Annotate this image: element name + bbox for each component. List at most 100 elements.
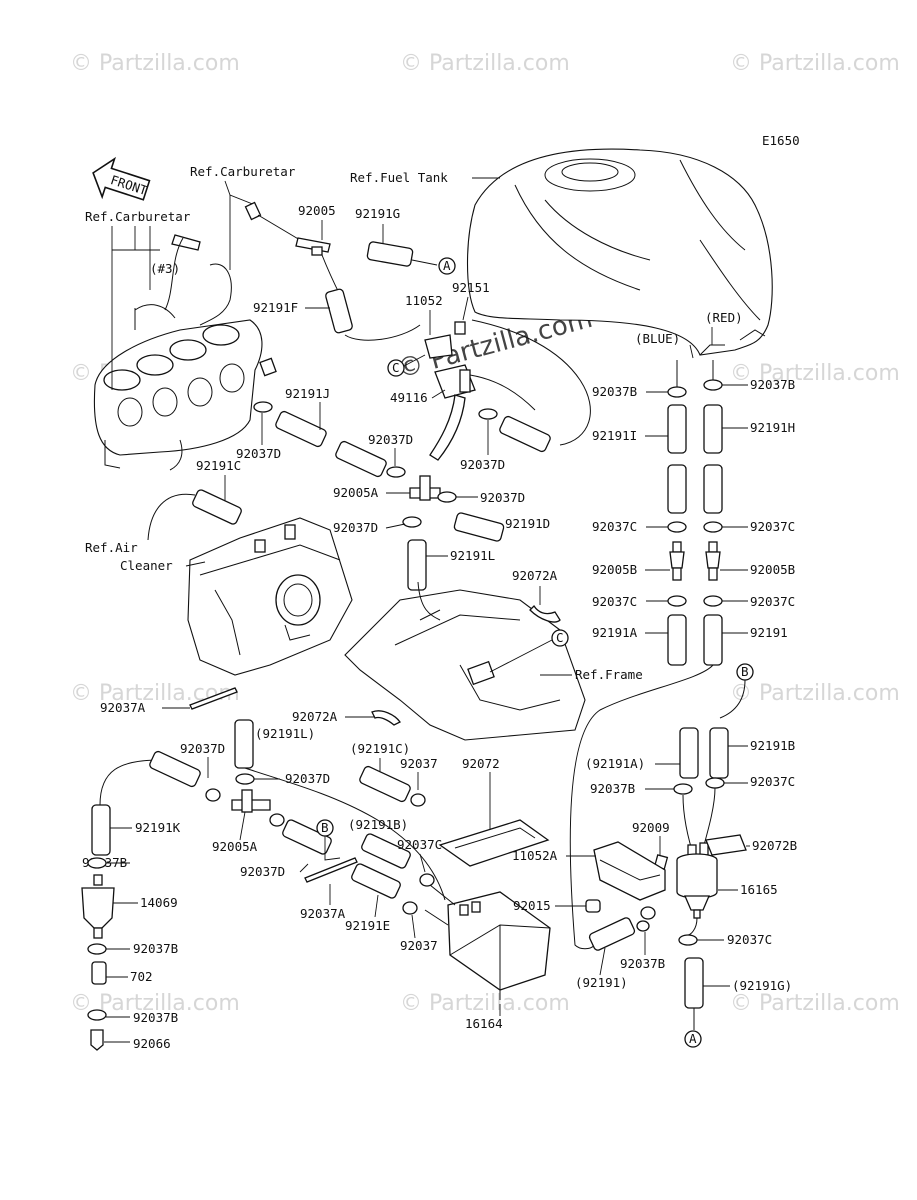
part-92037C-r3-label: 92037C	[592, 594, 637, 609]
callout-c-top	[387, 359, 405, 377]
part-92072-label: 92072	[462, 756, 500, 771]
part-92037-b-label: 92037	[400, 938, 438, 953]
part-92191H-label: 92191H	[750, 420, 795, 435]
part-92191B-label: 92191B	[750, 738, 795, 753]
callout-a-top	[438, 257, 456, 275]
part-11052-label: 11052	[405, 293, 443, 308]
callout-a-bottom-label: A	[689, 1031, 697, 1046]
part-92191B-paren-label: (92191B)	[348, 817, 408, 832]
part-702-label: 702	[130, 969, 153, 984]
callout-c-mid-label: C	[556, 630, 564, 645]
part-92037D-c-label: 92037D	[460, 457, 505, 472]
part-11052A-label: 11052A	[512, 848, 558, 863]
part-92037C-r5-label: 92037C	[750, 774, 795, 789]
fuel-filter-16165	[676, 842, 718, 919]
part-92191L-paren-label: (92191L)	[255, 726, 315, 741]
part-92151-label: 92151	[452, 280, 490, 295]
filter-14069	[81, 874, 115, 939]
watermark-text: © Partzilla.com	[70, 51, 240, 76]
part-92191K-label: 92191K	[135, 820, 181, 835]
part-92037B-l2-label: 92037B	[133, 941, 178, 956]
part-92037B-r2-label: 92037B	[750, 377, 795, 392]
part-92191F-label: 92191F	[253, 300, 298, 315]
part-92191J-label: 92191J	[285, 386, 330, 401]
watermark-text: © Partzilla.com	[400, 991, 570, 1016]
fuel-tank	[467, 148, 773, 356]
part-92037C-r4-label: 92037C	[750, 594, 795, 609]
part-92191I-label: 92191I	[592, 428, 637, 443]
part-92037B-r4-label: 92037B	[620, 956, 665, 971]
part-92037-a-label: 92037	[400, 756, 438, 771]
part-92005B-2-label: 92005B	[750, 562, 795, 577]
callout-b-mid-label: B	[321, 820, 329, 835]
callout-a-bottom	[684, 1030, 702, 1048]
part-92037D-h-label: 92037D	[240, 864, 285, 879]
part-92191G-label: 92191G	[355, 206, 400, 221]
part-92191C-top-label: 92191C	[196, 458, 241, 473]
diagram-code: E1650	[762, 133, 800, 148]
part-92072A-top-label: 92072A	[512, 568, 558, 583]
joint-92005B-1	[669, 541, 685, 581]
red-label: (RED)	[705, 310, 743, 325]
part-92037C-r1-label: 92037C	[592, 519, 637, 534]
part-92066-label: 92066	[133, 1036, 171, 1051]
watermark-text: © Partzilla.com	[730, 361, 900, 386]
part-92072A-mid-label: 92072A	[292, 709, 338, 724]
part-16164-label: 16164	[465, 1016, 503, 1031]
watermark-text: © Partzilla.com	[730, 51, 900, 76]
part-92191A-label: 92191A	[592, 625, 638, 640]
part-92037D-d-label: 92037D	[480, 490, 525, 505]
fuel-cock-49116	[429, 364, 476, 461]
part-92191-label: 92191	[750, 625, 788, 640]
part-92037B-r1-label: 92037B	[592, 384, 637, 399]
watermark-text: © Partzilla.com	[730, 681, 900, 706]
hash3-label: (#3)	[150, 261, 180, 276]
part-92037D-a-label: 92037D	[236, 446, 281, 461]
part-92037B-r3-label: 92037B	[590, 781, 635, 796]
part-16165-label: 16165	[740, 882, 778, 897]
part-49116-label: 49116	[390, 390, 428, 405]
part-92037C-r6-label: 92037C	[727, 932, 772, 947]
part-92005-label: 92005	[298, 203, 336, 218]
frame	[344, 581, 586, 741]
part-92037C-r2-label: 92037C	[750, 519, 795, 534]
watermark-text: © Partzilla.com	[730, 991, 900, 1016]
canister-16164	[447, 891, 551, 991]
part-92191-paren-label: (92191)	[575, 975, 628, 990]
callout-a-top-label: A	[443, 258, 451, 273]
carburetor-assembly	[93, 234, 277, 471]
part-14069-label: 14069	[140, 895, 178, 910]
part-92037D-f-label: 92037D	[180, 741, 225, 756]
watermark-text: © Partzilla.com	[400, 51, 570, 76]
part-92191A-paren-label: (92191A)	[585, 756, 645, 771]
part-92037B-l3-label: 92037B	[133, 1010, 178, 1025]
callout-c-mid	[551, 629, 569, 647]
ref-carburetar-top-label: Ref.Carburetar	[190, 164, 296, 179]
part-92191E-label: 92191E	[345, 918, 390, 933]
ref-air-cleaner-label-2: Cleaner	[120, 558, 173, 573]
ref-fuel-tank-label: Ref.Fuel Tank	[350, 170, 448, 185]
ref-air-cleaner-label-1: Ref.Air	[85, 540, 138, 555]
part-92072B-label: 92072B	[752, 838, 797, 853]
part-92037D-g-label: 92037D	[285, 771, 330, 786]
air-cleaner	[187, 517, 353, 676]
part-92037D-b-label: 92037D	[368, 432, 413, 447]
blue-label: (BLUE)	[635, 331, 680, 346]
part-92191C-paren-label: (92191C)	[350, 741, 410, 756]
part-92005A-top-label: 92005A	[333, 485, 379, 500]
part-92037D-e-label: 92037D	[333, 520, 378, 535]
part-92191G-paren-label: (92191G)	[732, 978, 792, 993]
callout-c-top-label: C	[392, 360, 400, 375]
part-92037C-mid-label: 92037C	[397, 837, 442, 852]
part-92191L-label: 92191L	[450, 548, 495, 563]
part-92005B-1-label: 92005B	[592, 562, 637, 577]
part-92037A-left-label: 92037A	[100, 700, 146, 715]
ref-carburetar-left-label: Ref.Carburetar	[85, 209, 191, 224]
watermark-text: © Partzilla.com	[70, 681, 240, 706]
part-92037A-bot-label: 92037A	[300, 906, 346, 921]
front-arrow: FRONT	[92, 156, 151, 201]
callout-b-right-label: B	[741, 664, 749, 679]
joint-92005B-2	[705, 541, 721, 581]
part-92005A-bot-label: 92005A	[212, 839, 258, 854]
